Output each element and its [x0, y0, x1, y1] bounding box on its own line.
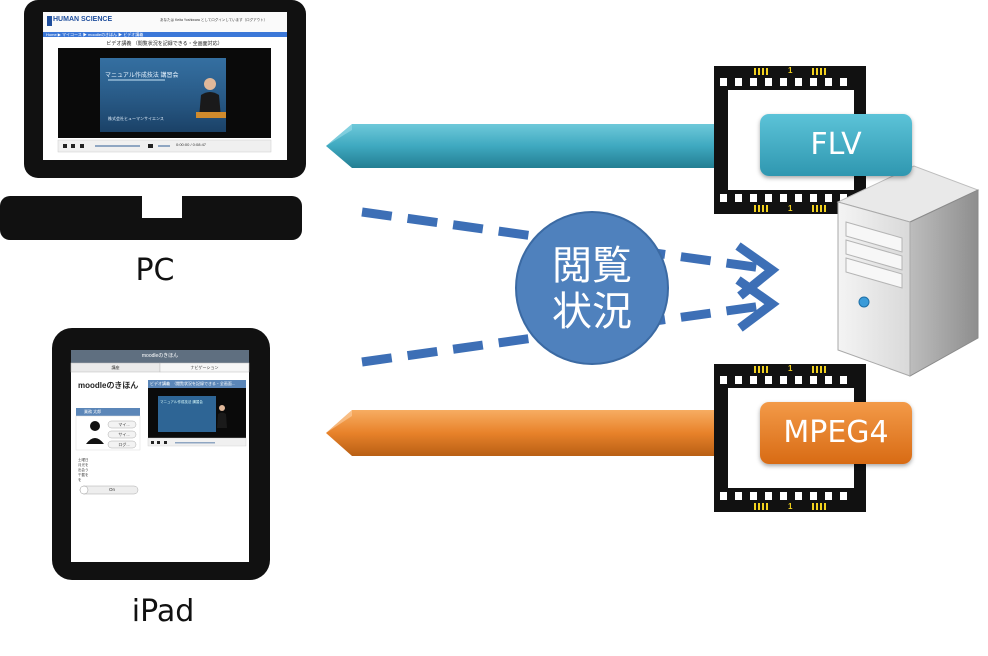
mpeg4-badge-label: MPEG4	[783, 415, 889, 450]
bubble-text-line2: 状況	[552, 289, 632, 335]
ipad-user-name: 業務 太郎	[84, 409, 102, 414]
pc-slide-title: マニュアル作成技法 講習会	[105, 73, 179, 79]
ipad-tab-navigation[interactable]: ナビゲーション	[190, 365, 219, 370]
ipad-toggle-label[interactable]: On	[108, 487, 115, 492]
ipad-button-2[interactable]: サイ...	[118, 432, 130, 437]
pc-label: PC	[135, 253, 175, 288]
ipad-course-title: moodleのきほん	[78, 381, 139, 390]
viewing-status-bubble	[515, 211, 669, 365]
mpeg4-badge: MPEG4	[760, 402, 912, 464]
ipad-side-line-4: を	[78, 478, 82, 482]
flv-badge: FLV	[760, 114, 912, 176]
ipad-slide-title: マニュアル作成技法 講習会	[160, 400, 203, 404]
flv-arrow	[326, 124, 722, 168]
pc-video-title: ビデオ講義 （閲覧状況を記録できる・全画面対応）	[106, 41, 223, 47]
pc-top-right-text: あなたは Keita Yoshiwara としてログインしています（ログアウト）	[160, 18, 268, 22]
ipad-button-3[interactable]: ログ...	[118, 442, 130, 447]
mpeg4-arrow	[326, 410, 722, 456]
ipad-device	[52, 328, 270, 580]
bubble-text-line1: 閲覧	[552, 243, 632, 289]
ipad-side-line-0: 土曜日	[78, 458, 89, 462]
ipad-side-line-1: 月光を	[78, 463, 89, 467]
ipad-tab-course[interactable]: 講座	[111, 365, 120, 370]
pc-brand-logo: HUMAN SCIENCE	[53, 16, 113, 23]
film-frame-number-mpeg4-top: 1	[788, 364, 793, 373]
ipad-side-line-3: 千載を	[78, 473, 89, 477]
pc-slide-company: 株式会社ヒューマンサイエンス	[108, 116, 164, 121]
pc-device	[0, 0, 306, 240]
ipad-button-1[interactable]: マイ...	[118, 422, 130, 427]
film-frame-number-mpeg4-bottom: 1	[788, 502, 793, 511]
ipad-label: iPad	[131, 594, 195, 629]
ipad-header-title: moodleのきほん	[141, 353, 179, 359]
film-frame-number-flv-top: 1	[788, 66, 793, 75]
pc-breadcrumb: Home ▶ マイコース ▶ moodleのきほん ▶ ビデオ講義	[46, 32, 144, 37]
flv-badge-label: FLV	[810, 127, 862, 162]
film-frame-number-flv-bottom: 1	[788, 204, 793, 213]
ipad-side-line-2: 出会う	[78, 468, 89, 472]
ipad-video-title: ビデオ講義 （閲覧状況を記録できる・全画面...	[150, 381, 236, 386]
server-icon	[836, 165, 980, 377]
pc-controls-time: 0:00:00 / 0:08:47	[176, 142, 207, 147]
